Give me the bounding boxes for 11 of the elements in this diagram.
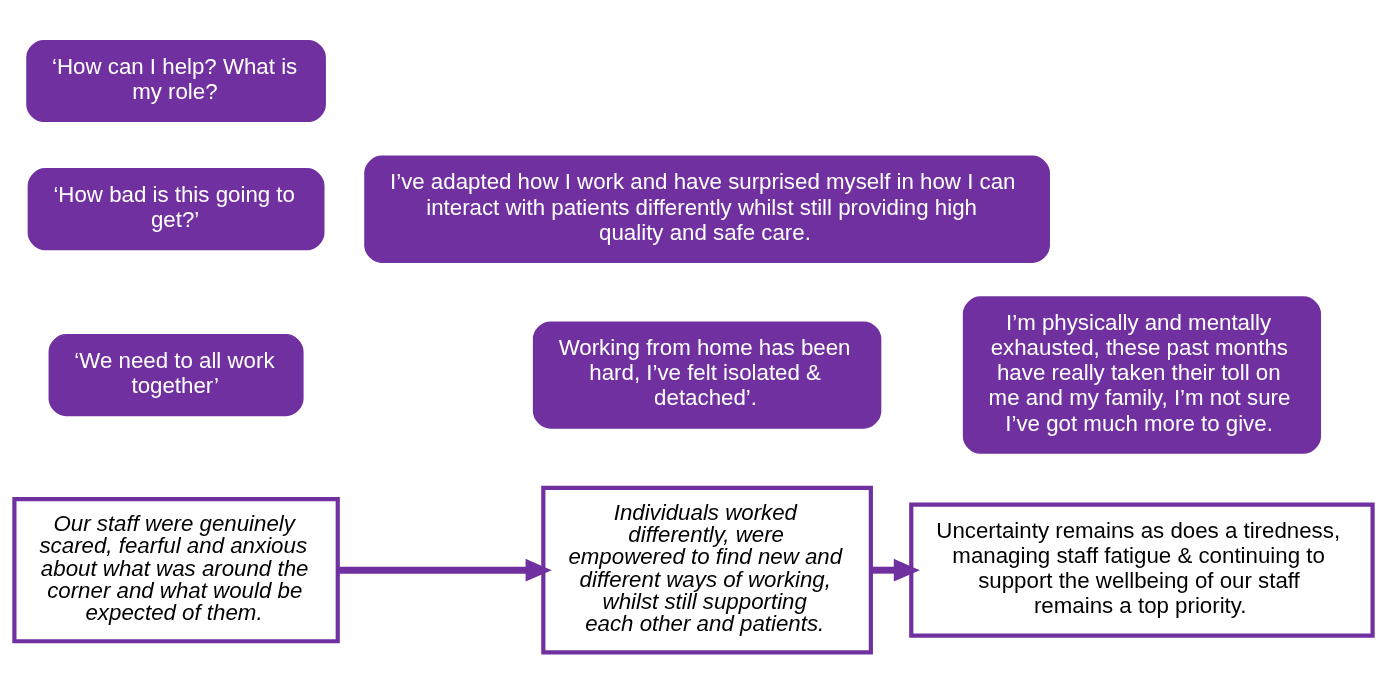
node-box: I’m physically and mentally exhausted, these past months have really taken their toll on me and my family, I’m not sure I’ve got much more to give.: [962, 296, 1322, 454]
arrow: [337, 558, 552, 582]
node-box: I’ve adapted how I work and have surprised myself in how I can interact with patients differently whilst still providing high quality and safe care.: [364, 155, 1050, 263]
node-box: Working from home has been hard, I’ve felt isolated & detached’.: [532, 321, 882, 429]
node-box: ‘How can I help? What is my role?: [26, 39, 326, 123]
node-box: Uncertainty remains as does a tiredness, managing staff fatigue & continuing to support the wellbeing of our staff remains a top priority.: [909, 502, 1375, 638]
arrow: [871, 558, 920, 582]
node-box: ‘How bad is this going to get?’: [27, 168, 325, 251]
node-box: Individuals worked differently, were empowered to find new and different ways of working, whilst still supporting each other and patients.: [541, 485, 873, 655]
node-box: ‘We need to all work together’: [48, 333, 304, 417]
node-box: Our staff were genuinely scared, fearful and anxious about what was around the corner and what would be expected of them.: [12, 497, 340, 644]
